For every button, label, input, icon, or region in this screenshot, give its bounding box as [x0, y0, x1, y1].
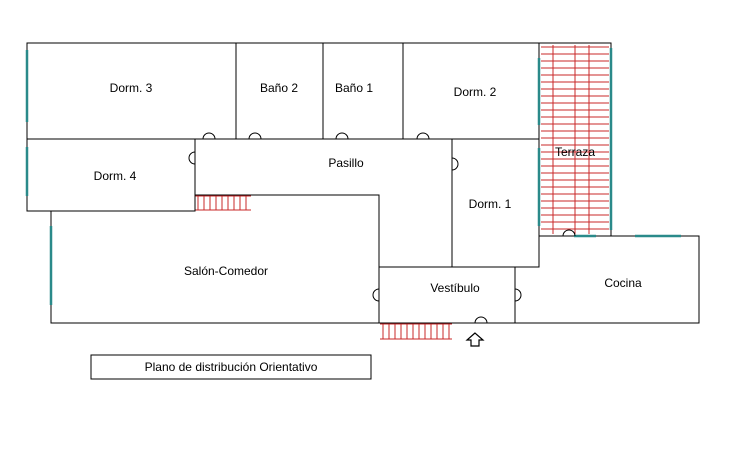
label-cocina: Cocina	[604, 276, 642, 290]
label-pasillo: Pasillo	[328, 156, 364, 170]
label-terraza: Terraza	[555, 145, 595, 159]
label-salon: Salón-Comedor	[184, 264, 268, 278]
walls	[26, 42, 700, 324]
label-dorm4: Dorm. 4	[94, 169, 137, 183]
wall-salon	[50, 194, 380, 324]
label-dorm3: Dorm. 3	[110, 81, 153, 95]
door-dorm1	[451, 157, 459, 171]
label-dorm2: Dorm. 2	[454, 85, 497, 99]
label-vestibulo: Vestíbulo	[430, 281, 480, 295]
wall-cocina	[515, 235, 700, 324]
door-dorm4	[188, 151, 196, 165]
caption-text: Plano de distribución Orientativo	[145, 360, 318, 374]
doors	[188, 132, 576, 324]
door-bano2	[248, 132, 262, 140]
label-bano1: Baño 1	[335, 81, 373, 95]
up-arrow-outline-icon	[465, 332, 485, 347]
door-entrance	[474, 316, 488, 324]
door-bano1	[335, 132, 349, 140]
door-dorm3	[202, 132, 216, 140]
room-labels: Dorm. 3 Baño 2 Baño 1 Dorm. 2 Terraza Do…	[94, 81, 642, 295]
label-dorm1: Dorm. 1	[469, 197, 512, 211]
label-bano2: Baño 2	[260, 81, 298, 95]
door-cocina	[514, 288, 522, 302]
windows	[25, 48, 681, 305]
caption-box	[90, 354, 372, 380]
door-terraza	[562, 229, 576, 237]
terrace-hatching	[541, 45, 609, 234]
door-salon-vestibulo	[372, 288, 380, 302]
door-dorm2	[416, 132, 430, 140]
entrance-threshold-hatching	[380, 323, 452, 340]
hallway-threshold-hatching	[195, 195, 251, 211]
wall-vestibulo	[379, 266, 516, 324]
